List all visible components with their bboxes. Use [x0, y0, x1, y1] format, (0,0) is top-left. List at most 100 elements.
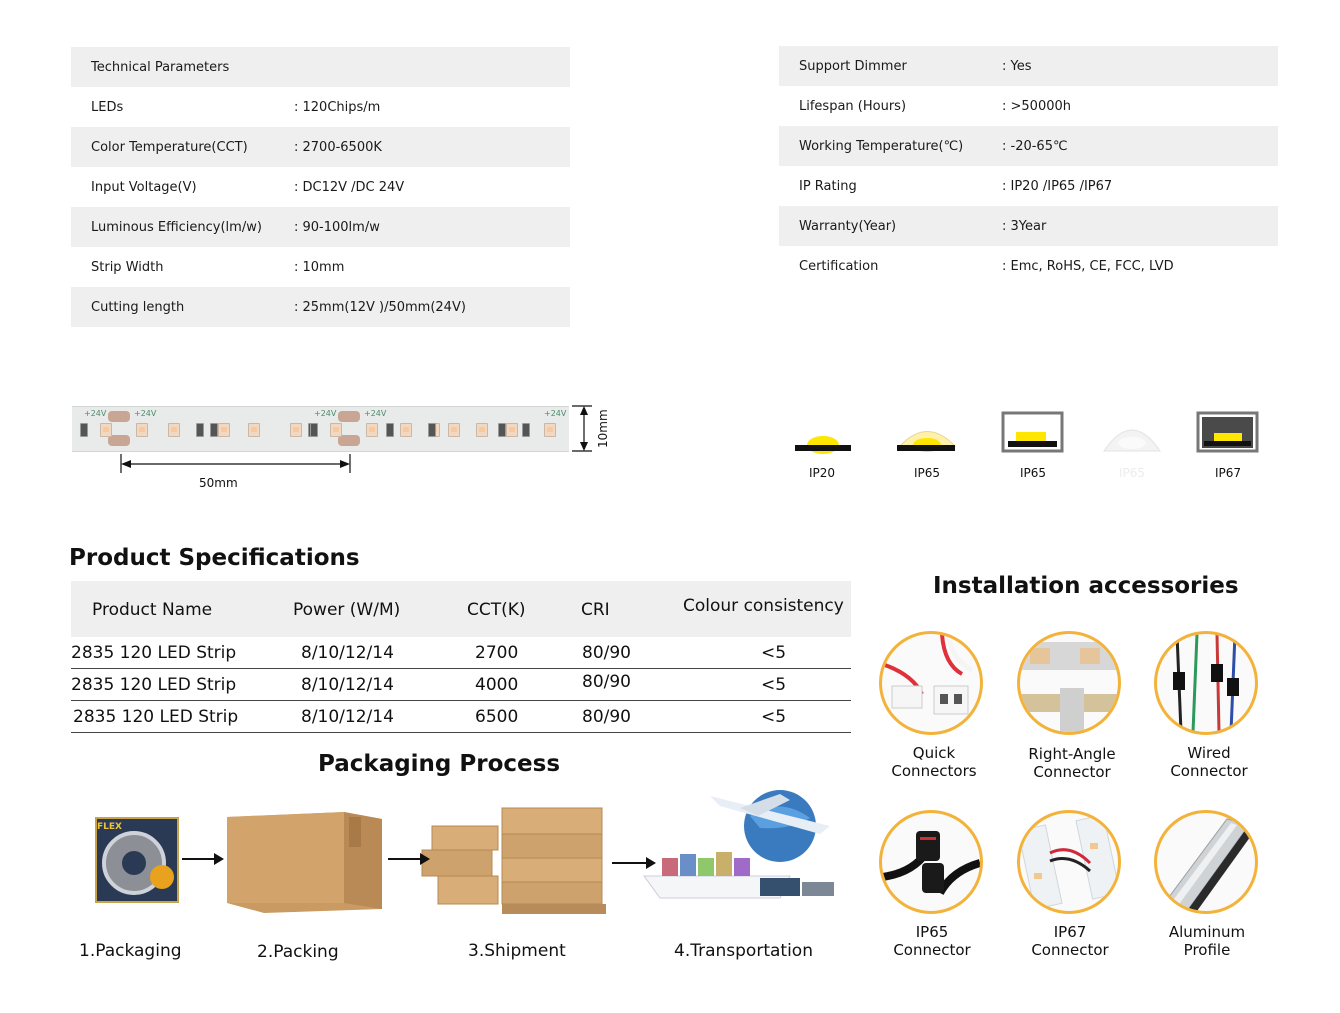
accessory-label: Aluminum Profile: [1168, 923, 1246, 959]
packaging-step-label: 4.Transportation: [674, 941, 813, 961]
param-row: Lifespan (Hours): >50000h: [779, 86, 1278, 126]
solder-pad: [108, 435, 130, 446]
aluminum-profile-image: [1154, 810, 1258, 914]
param-label: Color Temperature(CCT): [91, 139, 248, 155]
solder-pad: [338, 435, 360, 446]
resistor: [386, 423, 394, 437]
accessory-label: IP65 Connector: [893, 923, 971, 959]
param-label: Strip Width: [91, 259, 164, 275]
param-row: Working Temperature(℃) : -20-65℃: [779, 126, 1278, 166]
param-row: Color Temperature(CCT): 2700-6500K: [71, 127, 570, 167]
param-value: : Yes: [1002, 58, 1032, 74]
spec-cell: 2700: [475, 643, 519, 663]
spec-row: 2835 120 LED Strip 8/10/12/14 4000 80/90…: [71, 669, 851, 701]
tech-params-right: Support Dimmer : Yes Lifespan (Hours): >5…: [779, 46, 1278, 286]
flow-arrow: [182, 853, 224, 865]
led-chip: [506, 423, 518, 437]
spec-row: 2835 120 LED Strip 8/10/12/14 2700 80/90…: [71, 637, 851, 669]
resistor: [498, 423, 506, 437]
param-label: Technical Parameters: [91, 59, 230, 75]
spec-cell: 80/90: [582, 707, 631, 727]
led-chip: [366, 423, 378, 437]
param-row: Strip Width: 10mm: [71, 247, 570, 287]
ip-label: IP65: [1118, 466, 1146, 480]
param-row: Technical Parameters: [71, 47, 570, 87]
accessory-label: Wired Connector: [1170, 744, 1248, 780]
spec-cell: 8/10/12/14: [301, 675, 394, 695]
param-value: : 120Chips/m: [294, 99, 381, 115]
led-chip: [168, 423, 180, 437]
spec-cell: 80/90: [582, 643, 631, 663]
resistor: [310, 423, 318, 437]
param-value: : 3Year: [1002, 218, 1047, 234]
led-chip: [290, 423, 302, 437]
ip-label: IP20: [808, 466, 836, 480]
packaging-step-label: 1.Packaging: [79, 941, 182, 961]
flow-arrow: [612, 857, 656, 869]
accessory-label: IP67 Connector: [1031, 923, 1109, 959]
spec-header-cell: CRI: [581, 600, 610, 620]
resistor: [428, 423, 436, 437]
ip65-coated-icon: [897, 431, 957, 452]
right-angle-connector-image: [1017, 631, 1121, 735]
param-label: Working Temperature(℃): [799, 138, 964, 154]
spec-cell: 2835 120 LED Strip: [71, 643, 237, 663]
dimension-arrow: [580, 406, 588, 415]
led-strip-image: +24V +24V +24V +24V +24V: [72, 406, 569, 452]
ip67-icon: [1196, 411, 1259, 453]
voltage-mark: +24V: [544, 409, 567, 418]
solder-pad: [338, 411, 360, 422]
param-row: Certification: Emc, RoHS, CE, FCC, LVD: [779, 246, 1278, 286]
accessory-label: Quick Connectors: [891, 744, 977, 780]
param-row: IP Rating: IP20 /IP65 /IP67: [779, 166, 1278, 206]
spec-header-cell: CCT(K): [467, 600, 526, 620]
spec-cell: 4000: [475, 675, 519, 695]
spec-header-cell: Product Name: [92, 600, 213, 620]
spec-cell: <5: [761, 707, 787, 727]
ip65-faded-icon: [1103, 429, 1161, 452]
ip65-connector-image: [879, 810, 983, 914]
accessory-label: Right-Angle Connector: [1028, 745, 1116, 781]
param-label: Certification: [799, 258, 879, 274]
led-chip: [248, 423, 260, 437]
cardboard-box-image: [227, 812, 382, 913]
cut-length-label: 50mm: [199, 476, 238, 490]
spec-cell: 2835 120 LED Strip: [71, 675, 237, 695]
dimension-arrow: [580, 442, 588, 451]
param-row: Input Voltage(V) : DC12V /DC 24V: [71, 167, 570, 207]
package-brand-text: FLEX: [97, 822, 122, 832]
voltage-mark: +24V: [84, 409, 107, 418]
ip-label: IP65: [913, 466, 941, 480]
resistor: [210, 423, 218, 437]
quick-connector-image: [879, 631, 983, 735]
spec-cell: <5: [761, 643, 787, 663]
solder-pad: [108, 411, 130, 422]
spec-cell: 8/10/12/14: [301, 643, 394, 663]
param-row: Luminous Efficiency(lm/w): 90-100lm/w: [71, 207, 570, 247]
accessories-title: Installation accessories: [933, 573, 1239, 599]
led-chip: [136, 423, 148, 437]
led-chip: [100, 423, 112, 437]
dimension-arrow: [121, 460, 131, 468]
led-chip: [476, 423, 488, 437]
packaging-step-label: 2.Packing: [257, 942, 339, 962]
voltage-mark: +24V: [314, 409, 337, 418]
param-label: LEDs: [91, 99, 124, 115]
param-value: : -20-65℃: [1002, 138, 1068, 154]
led-chip: [400, 423, 412, 437]
param-label: Lifespan (Hours): [799, 98, 907, 114]
spec-cell: 6500: [475, 707, 519, 727]
param-label: Input Voltage(V): [91, 179, 197, 195]
resistor: [80, 423, 88, 437]
spec-header-cell: Power (W/M): [293, 600, 401, 620]
spec-header-row: Product Name Power (W/M) CCT(K) CRI Colo…: [71, 581, 851, 637]
ip65-tube-icon: [1001, 411, 1064, 453]
param-value: : DC12V /DC 24V: [294, 179, 405, 195]
ip-label: IP67: [1214, 466, 1242, 480]
transport-image: [643, 790, 834, 899]
packaging-step-label: 3.Shipment: [468, 941, 566, 961]
resistor: [522, 423, 530, 437]
ip-rating-icons: [795, 411, 1259, 454]
param-label: Support Dimmer: [799, 58, 907, 74]
